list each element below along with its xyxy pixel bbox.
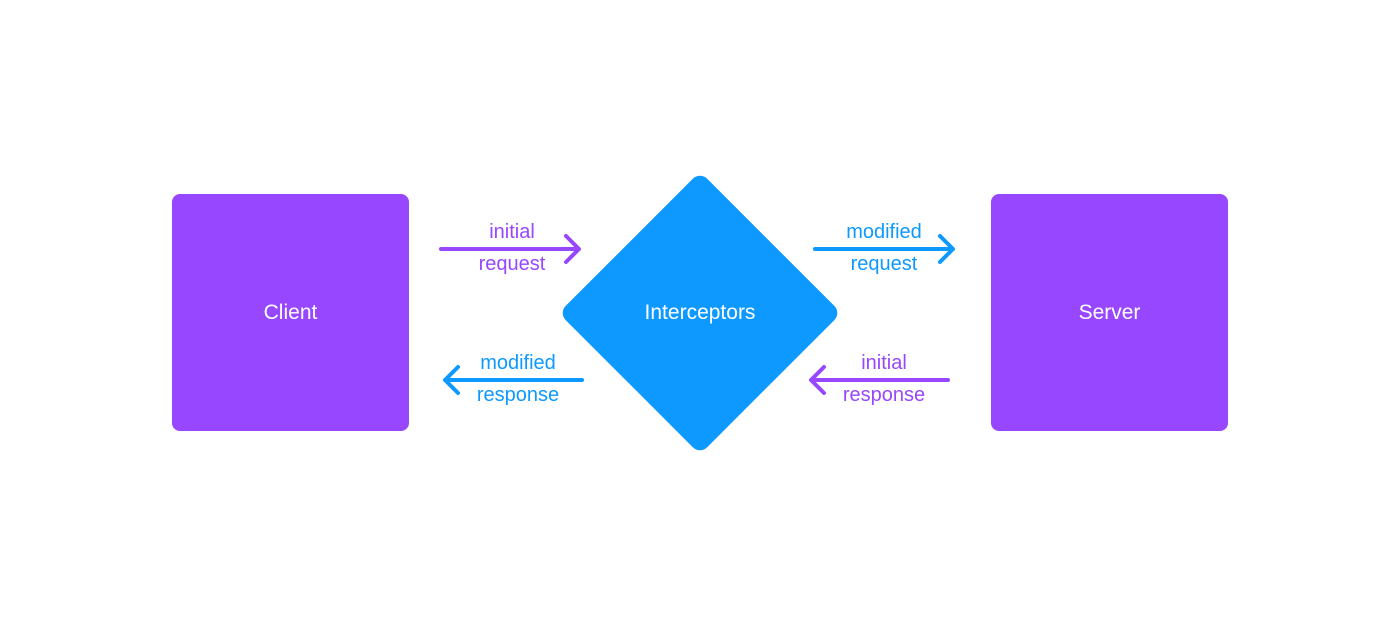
edge-label-modified-response: modified response [438,347,598,411]
edge-label-line: initial [489,221,535,243]
arrow-client-to-interceptors [439,234,581,264]
server-node: Server [991,194,1228,431]
arrow-interceptors-to-client [443,365,584,395]
edge-label-line: modified [480,352,556,374]
client-node: Client [172,194,409,431]
edge-label-modified-request: modified request [804,216,964,280]
arrow-server-to-interceptors [809,365,950,395]
edge-label-line: initial [861,352,907,374]
interceptors-label: Interceptors [644,301,756,324]
arrow-interceptors-to-server [813,234,955,264]
edge-label-line: request [478,253,546,275]
edge-label-line: response [476,384,560,406]
edge-label-line: modified [846,221,922,243]
interceptors-node: Interceptors [558,171,842,455]
server-label: Server [1078,300,1141,324]
client-label: Client [263,300,318,324]
edge-label-initial-request: initial request [432,216,592,280]
edge-label-line: response [842,384,926,406]
edge-label-line: request [850,253,918,275]
edge-label-initial-response: initial response [804,347,964,411]
